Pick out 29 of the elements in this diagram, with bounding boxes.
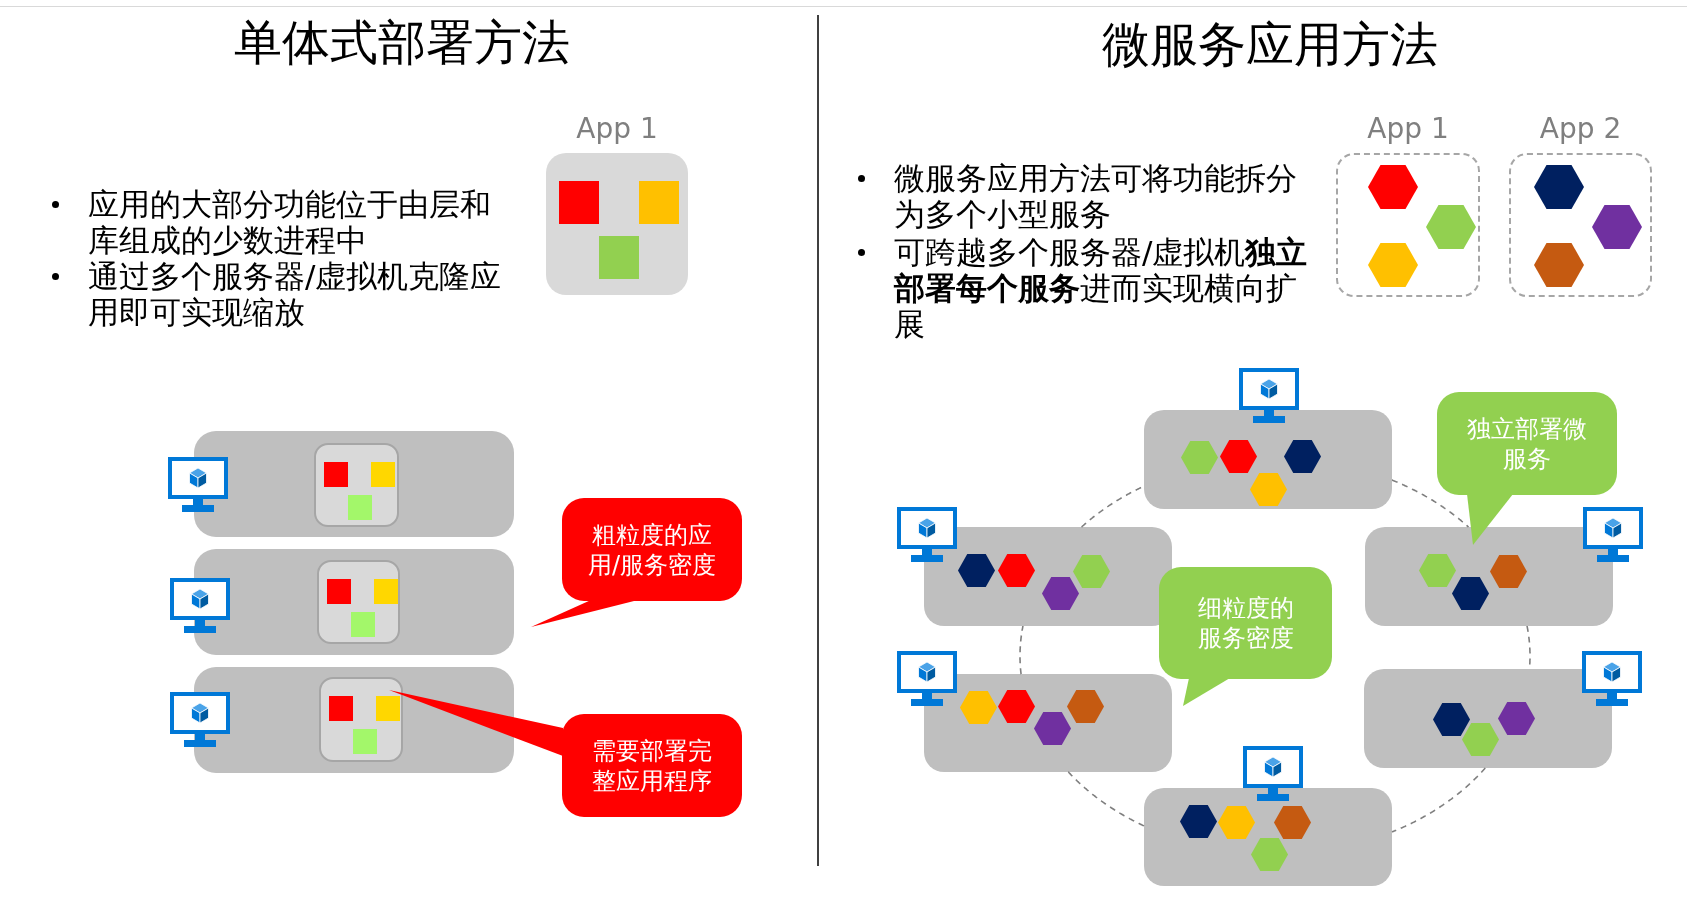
bubble-text: 细粒度的服务密度 xyxy=(1196,593,1295,653)
bubble-text: 粗粒度的应用/服务密度 xyxy=(586,519,718,580)
server-band xyxy=(1365,527,1613,626)
app-label: App 2 xyxy=(1539,112,1622,146)
app-box xyxy=(319,677,403,762)
bubble-text: 独立部署微服务 xyxy=(1466,413,1588,474)
app-label: App 1 xyxy=(576,112,658,146)
server-band xyxy=(1364,669,1612,768)
app-box xyxy=(317,560,400,644)
dashed-arc xyxy=(1391,479,1470,528)
server-band xyxy=(194,431,514,537)
server-band xyxy=(1144,788,1392,886)
server-band xyxy=(194,549,514,655)
server-band xyxy=(924,527,1172,626)
bullet-text: 应用的大部分功能位于由层和库组成的少数进程中 xyxy=(88,186,492,258)
panel-heading: 微服务应用方法 xyxy=(1102,16,1438,72)
dashed-arc xyxy=(1391,767,1487,833)
bullet-text: 可跨越多个服务器/虚拟机独立部署每个服务进而实现横向扩展 xyxy=(894,234,1309,342)
bullet-text: 微服务应用方法可将功能拆分为多个小型服务 xyxy=(894,160,1298,232)
panel-heading: 单体式部署方法 xyxy=(234,14,570,70)
dashed-arc xyxy=(1067,771,1145,827)
dashed-arc xyxy=(1019,625,1024,675)
bubble-text: 需要部署完整应用程序 xyxy=(591,735,713,796)
app-label: App 1 xyxy=(1367,112,1449,146)
app-box xyxy=(314,443,399,527)
server-band xyxy=(924,674,1172,772)
server-band xyxy=(194,667,514,773)
server-band xyxy=(1144,410,1392,509)
bullet-text: 通过多个服务器/虚拟机克隆应用即可实现缩放 xyxy=(88,258,503,330)
